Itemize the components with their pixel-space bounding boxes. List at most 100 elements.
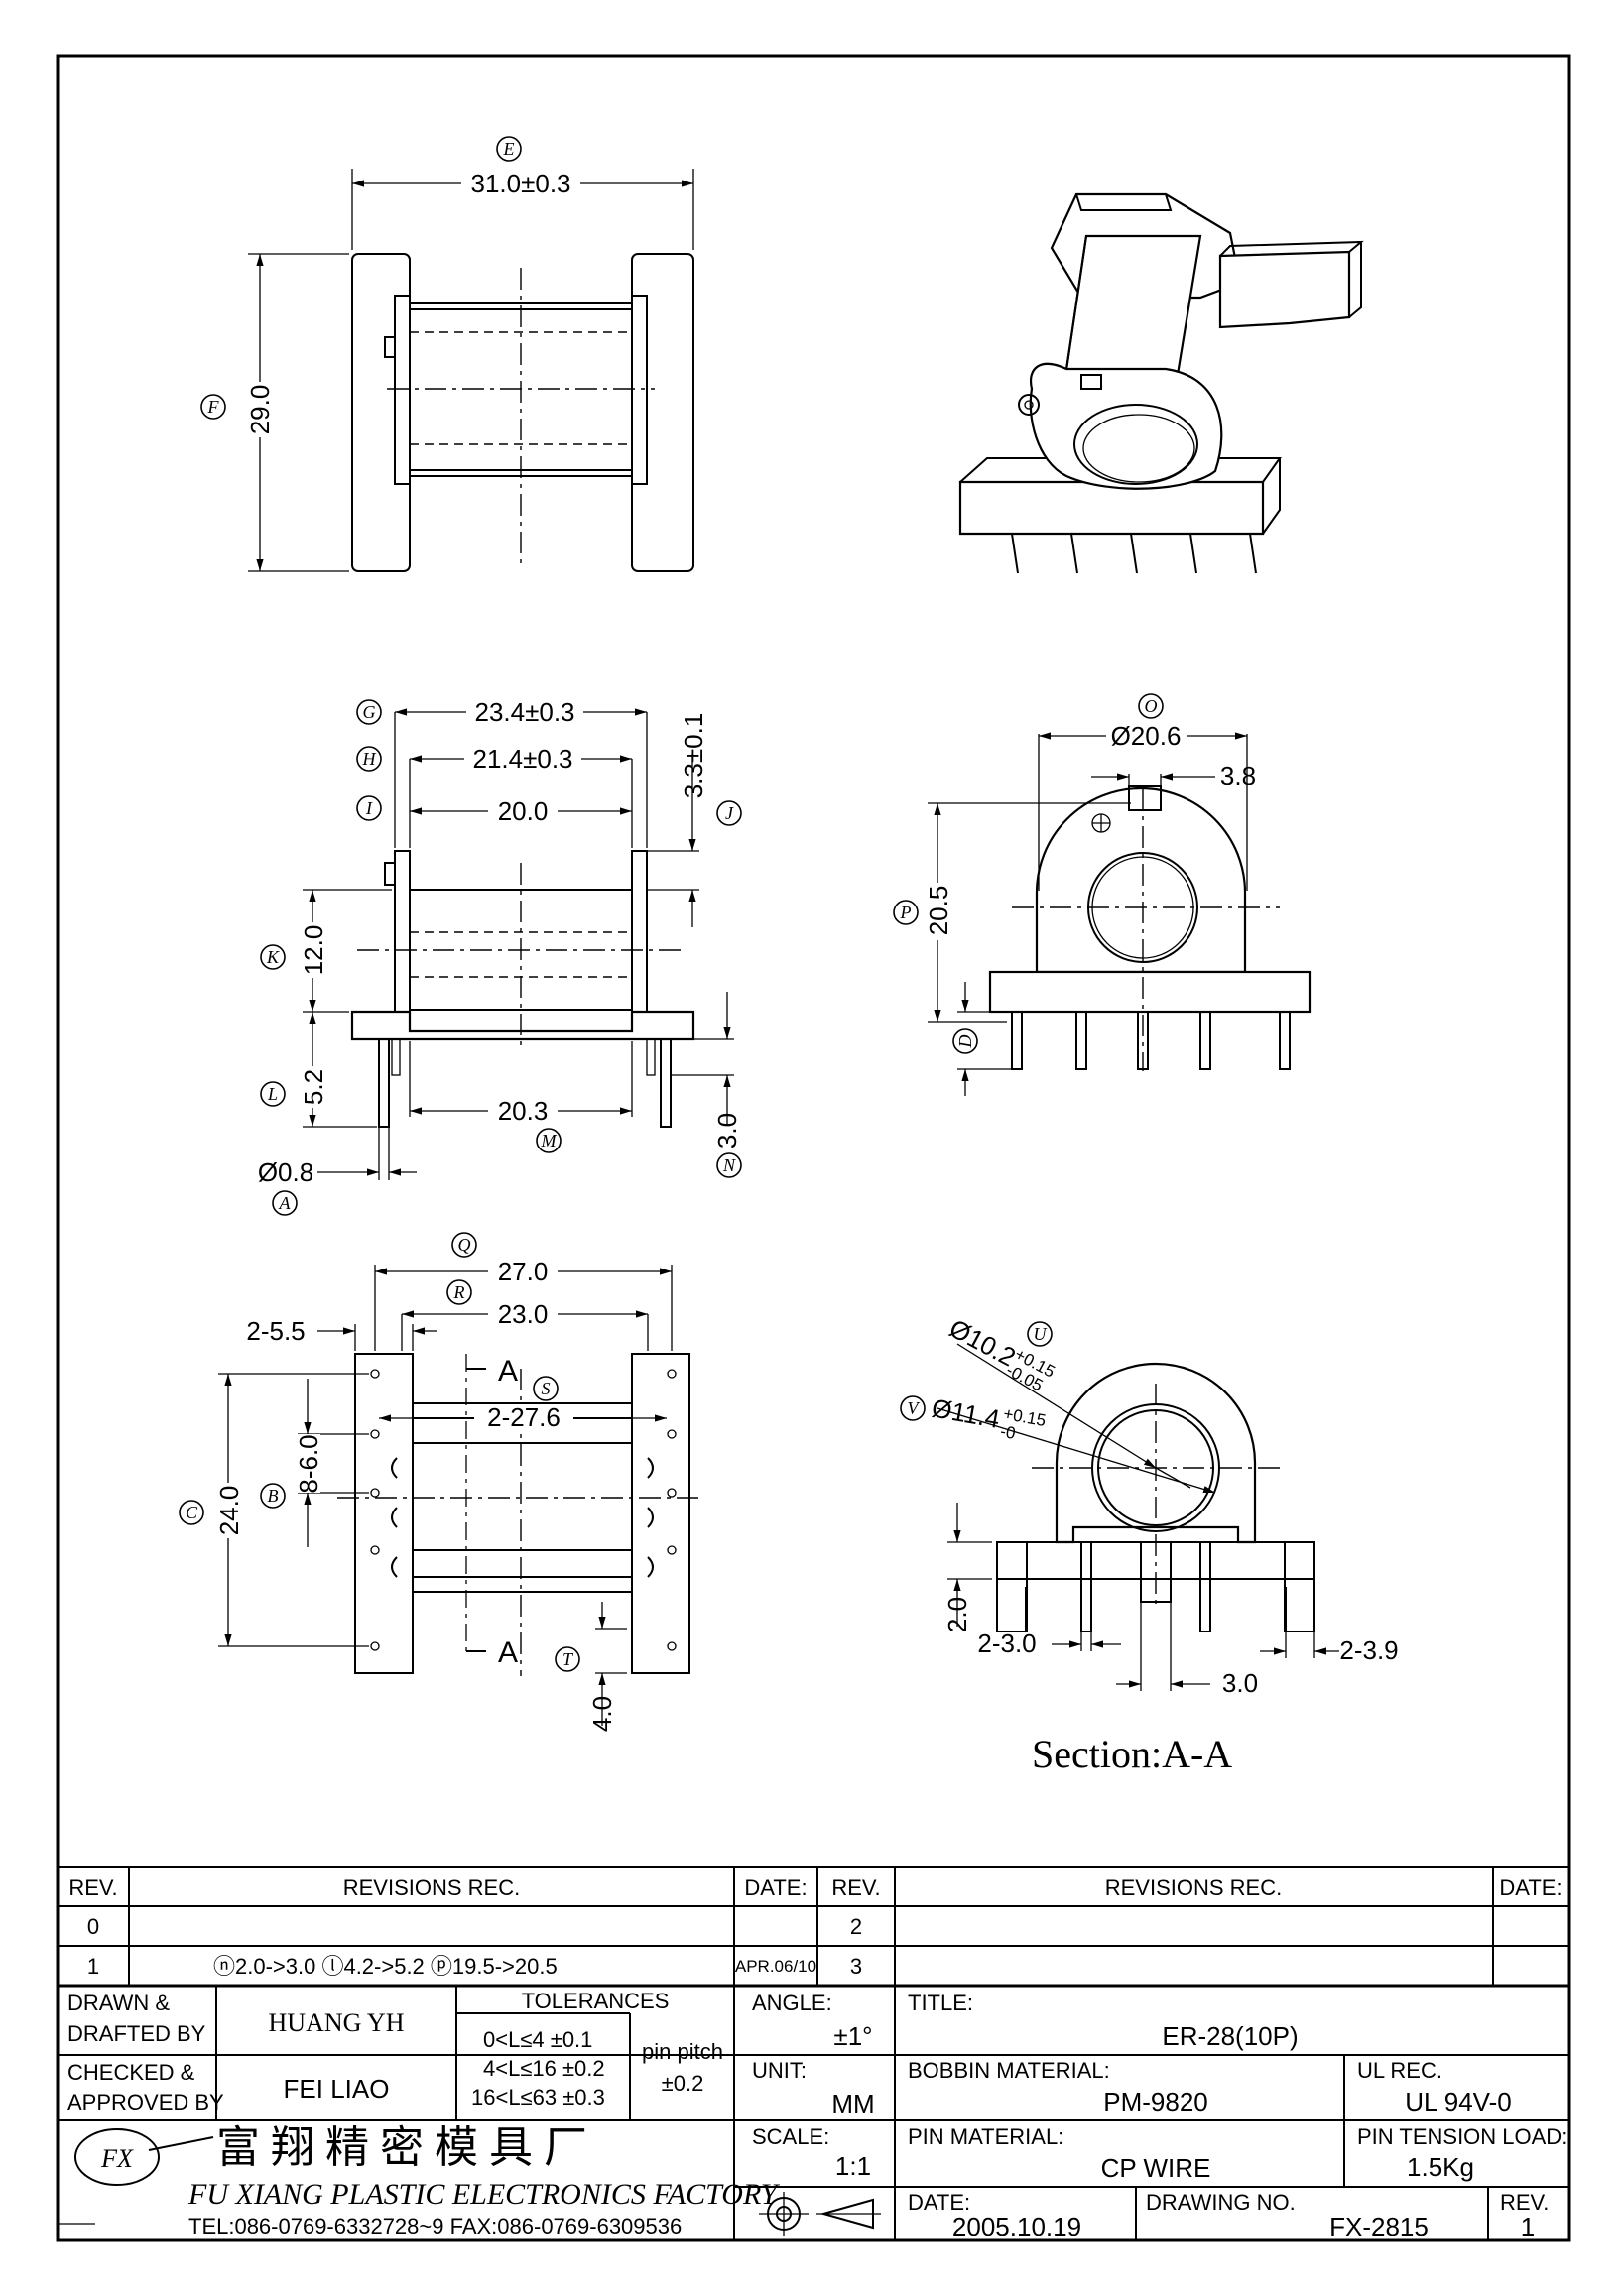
pin-pitch-value: ±0.2 [662, 2071, 704, 2096]
side-view: Ø20.6 O 3.8 20.5 P D [893, 693, 1312, 1096]
dim-23-4: 23.4±0.3 [474, 697, 574, 727]
rev-row-1: 1 [87, 1954, 99, 1979]
dim-2-3-9: 2-3.9 [1339, 1635, 1398, 1665]
logo-text: FX [100, 2144, 134, 2173]
callout-o: O [1145, 696, 1158, 716]
rev-row-2: 2 [850, 1914, 862, 1939]
callout-u: U [1034, 1324, 1048, 1344]
bobbin-material-label: BOBBIN MATERIAL: [908, 2058, 1110, 2083]
dim-24-0: 24.0 [214, 1486, 244, 1536]
rev-label: REV. [1500, 2190, 1549, 2215]
isometric-view [958, 192, 1364, 574]
bobbin-material-value: PM-9820 [1103, 2087, 1208, 2116]
unit-label: UNIT: [752, 2058, 807, 2083]
callout-l: L [267, 1084, 278, 1104]
callout-b: B [268, 1486, 279, 1506]
callout-h: H [362, 749, 377, 769]
dim-5-2: 5.2 [299, 1069, 328, 1105]
bottom-view: A A 27.0 Q 23.0 R 2-5.5 2-27.6 S 2 [179, 1232, 704, 1732]
dim-2-0: 2.0 [942, 1597, 972, 1632]
company-contact: TEL:086-0769-6332728~9 FAX:086-0769-6309… [188, 2214, 682, 2238]
title-block: DRAWN & DRAFTED BY HUANG YH CHECKED & AP… [57, 1986, 1569, 2241]
ul-rec-value: UL 94V-0 [1405, 2087, 1511, 2116]
top-view: 31.0±0.3 E 29.0 F [200, 136, 694, 572]
drawing-border [56, 54, 1571, 2242]
dim-20-0: 20.0 [498, 796, 549, 826]
scale-label: SCALE: [752, 2124, 829, 2149]
callout-d: D [955, 1035, 975, 1049]
angle-value: ±1° [833, 2021, 872, 2051]
dim-8-6-0: 8-6.0 [294, 1434, 323, 1493]
top-width-dim: 31.0±0.3 [470, 169, 570, 198]
pin-tension-value: 1.5Kg [1407, 2152, 1474, 2182]
section-view: Ø10.2 +0.15 -0.05 U V Ø11.4 +0.15 -0 2.0… [900, 1313, 1399, 1776]
title-label: TITLE: [908, 1991, 973, 2015]
date-value: 2005.10.19 [952, 2212, 1081, 2241]
drawing-no-value: FX-2815 [1329, 2212, 1429, 2241]
angle-label: ANGLE: [752, 1991, 832, 2015]
rev-row-3: 3 [850, 1954, 862, 1979]
callout-e: E [503, 139, 515, 159]
section-caption: Section:A-A [1032, 1732, 1232, 1776]
callout-t: T [562, 1649, 574, 1669]
company-name-en: FU XIANG PLASTIC ELECTRONICS FACTORY [187, 2178, 781, 2211]
rev-header-left: REV. [68, 1875, 117, 1900]
dim-d11-4: Ø11.4 [930, 1392, 1002, 1434]
callout-a: A [279, 1193, 292, 1213]
callout-i: I [365, 798, 373, 818]
callout-j: J [725, 803, 734, 823]
dim-2-5-5: 2-5.5 [246, 1316, 305, 1346]
front-view: 23.4±0.3 21.4±0.3 20.0 G H I 3.3±0.1 J 1… [258, 697, 742, 1216]
date-label: DATE: [908, 2190, 970, 2215]
callout-f: F [207, 397, 220, 417]
dim-3-0: 3.0 [712, 1113, 742, 1148]
date-header-left: DATE: [744, 1875, 807, 1900]
scale-value: 1:1 [835, 2151, 871, 2181]
dim-d20-6: Ø20.6 [1111, 721, 1182, 751]
callout-k: K [266, 947, 280, 967]
dim-2-27-6: 2-27.6 [487, 1402, 561, 1432]
dim-20-5: 20.5 [924, 886, 953, 936]
dim-d10-2: Ø10.2 [944, 1313, 1021, 1373]
rev-row-1-date: APR.06/10 [735, 1957, 816, 1976]
rev-row-1-text: ⓝ2.0->3.0 ⓛ4.2->5.2 ⓟ19.5->20.5 [213, 1954, 558, 1979]
section-mark-top: A [498, 1355, 518, 1388]
callout-s: S [542, 1379, 551, 1398]
dim-d11-4-tol-dn: -0 [999, 1422, 1017, 1443]
date-header-right: DATE: [1499, 1875, 1562, 1900]
pin-material-value: CP WIRE [1101, 2153, 1211, 2183]
dim-2-3-0: 2-3.0 [977, 1629, 1036, 1658]
dim-3-8: 3.8 [1220, 761, 1256, 790]
callout-n: N [722, 1155, 736, 1175]
revisions-table: REV. REVISIONS REC. DATE: REV. REVISIONS… [58, 1866, 1569, 1988]
checked-by-value: FEI LIAO [284, 2074, 390, 2104]
drawn-by-value: HUANG YH [269, 2008, 405, 2037]
dim-23-0: 23.0 [498, 1299, 549, 1329]
dim-3-3: 3.3±0.1 [679, 713, 708, 799]
dim-0-8: Ø0.8 [258, 1157, 313, 1187]
dim-21-4: 21.4±0.3 [472, 744, 572, 774]
pin-tension-label: PIN TENSION LOAD: [1357, 2124, 1567, 2149]
callout-c: C [186, 1503, 198, 1522]
rev-value: 1 [1521, 2212, 1535, 2241]
tol-row-3: 16<L≤63 ±0.3 [471, 2085, 605, 2110]
callout-v: V [908, 1398, 921, 1418]
rec-header-left: REVISIONS REC. [343, 1875, 520, 1900]
callout-g: G [363, 702, 376, 722]
dim-27-0: 27.0 [498, 1257, 549, 1286]
drawn-label-1: DRAWN & [67, 1991, 170, 2015]
tol-row-2: 4<L≤16 ±0.2 [483, 2056, 605, 2081]
tol-row-1: 0<L≤4 ±0.1 [483, 2027, 592, 2052]
drawing-no-label: DRAWING NO. [1146, 2190, 1296, 2215]
dim-20-3: 20.3 [498, 1096, 549, 1126]
drawn-label-2: DRAFTED BY [67, 2021, 206, 2046]
rev-header-right: REV. [831, 1875, 880, 1900]
dim-4-0: 4.0 [587, 1696, 617, 1732]
projection-symbol-icon [759, 2192, 881, 2236]
top-height-dim: 29.0 [245, 385, 275, 435]
tolerances-label: TOLERANCES [522, 1989, 670, 2013]
checked-label-1: CHECKED & [67, 2060, 195, 2085]
dim-12-0: 12.0 [299, 925, 328, 976]
unit-value: MM [831, 2089, 874, 2118]
